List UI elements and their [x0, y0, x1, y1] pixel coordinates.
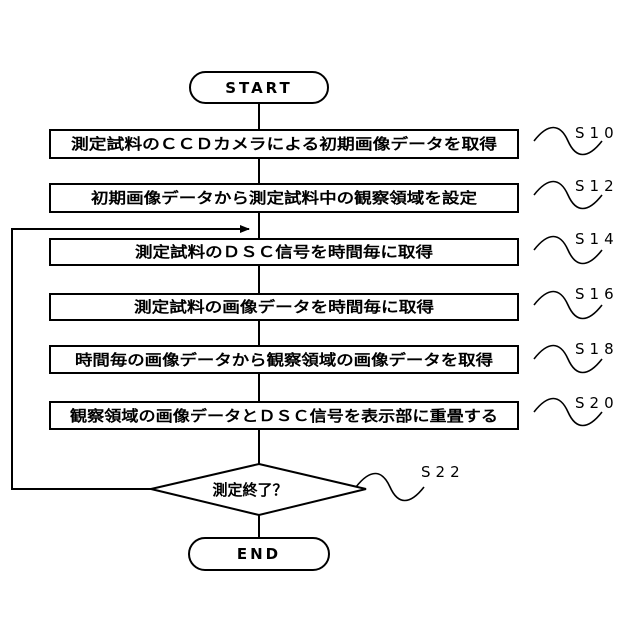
start-label: START	[225, 79, 293, 97]
step-s18-ref: S18	[575, 340, 619, 358]
step-s20-label: 観察領域の画像データとＤＳＣ信号を表示部に重畳する	[70, 407, 498, 425]
decision-wave	[356, 474, 424, 501]
end-label: END	[237, 545, 281, 563]
step-s14-label: 測定試料のＤＳＣ信号を時間毎に取得	[135, 243, 433, 261]
decision-ref: S22	[421, 463, 465, 481]
step-s18-label: 時間毎の画像データから観察領域の画像データを取得	[75, 351, 493, 369]
step-s10-label: 測定試料のＣＣＤカメラによる初期画像データを取得	[71, 135, 497, 153]
step-s16-ref: S16	[575, 285, 619, 303]
decision-label: 測定終了？	[212, 481, 287, 499]
step-s20-ref: S20	[575, 394, 619, 412]
step-s10-ref: S10	[575, 124, 619, 142]
step-s16-label: 測定試料の画像データを時間毎に取得	[134, 298, 434, 316]
step-s12-ref: S12	[575, 177, 619, 195]
step-s14-ref: S14	[575, 230, 619, 248]
step-s12-label: 初期画像データから測定試料中の観察領域を設定	[91, 189, 477, 207]
